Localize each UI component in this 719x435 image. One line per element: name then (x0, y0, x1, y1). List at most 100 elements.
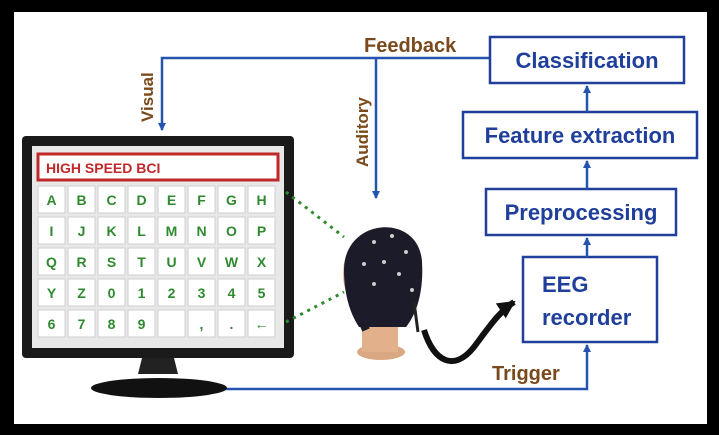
trigger-line (214, 344, 591, 391)
keyboard-key (127, 278, 156, 307)
eeg-recorder-box (521, 255, 659, 344)
keyboard-key (97, 278, 126, 307)
keyboard-key (67, 278, 96, 307)
bci-diagram: Feedback Visual Auditory Classification … (22, 35, 699, 398)
screen-title-box (36, 152, 280, 182)
keyboard-key-label: 2 (168, 285, 176, 301)
keyboard-key (157, 185, 186, 214)
keyboard-key (217, 185, 246, 214)
feedback-label: Feedback (364, 35, 457, 57)
feature-extraction-label: Feature extraction (485, 123, 676, 148)
keyboard-key-label: 5 (258, 285, 266, 301)
preprocessing-box (484, 187, 678, 237)
keyboard-key (67, 247, 96, 276)
keyboard-key (67, 185, 96, 214)
keyboard-key-label: . (230, 316, 234, 332)
keyboard-key (247, 247, 276, 276)
auditory-label: Auditory (353, 97, 372, 167)
keyboard-key (127, 216, 156, 245)
dotted-line-lower (285, 290, 345, 324)
keyboard-key-label: F (197, 192, 206, 208)
eeg-cable-arrow (421, 299, 516, 365)
keyboard-key (37, 278, 66, 307)
keyboard-key (37, 185, 66, 214)
keyboard-key (37, 309, 66, 338)
keyboard-key-label: X (257, 254, 267, 270)
keyboard-key-label: G (226, 192, 237, 208)
keyboard-key-label: 8 (108, 316, 116, 332)
keyboard-key (37, 216, 66, 245)
keyboard-key (67, 216, 96, 245)
keyboard-key-label: W (225, 254, 239, 270)
keyboard-key-label: Q (46, 254, 57, 270)
keyboard-key-label: L (137, 223, 146, 239)
keyboard-key-label: M (166, 223, 178, 239)
keyboard-key (67, 309, 96, 338)
keyboard-key (37, 247, 66, 276)
keyboard-key-label: Z (77, 285, 86, 301)
keyboard-key-label: 9 (138, 316, 146, 332)
classification-box (488, 35, 686, 85)
keyboard-key-label: 0 (108, 285, 116, 301)
keyboard-key (97, 309, 126, 338)
keyboard-key (187, 247, 216, 276)
keyboard-key (187, 309, 216, 338)
eeg-label: EEG (542, 272, 588, 297)
keyboard-key-label: 4 (228, 285, 236, 301)
keyboard-key (127, 185, 156, 214)
keyboard-key-label: 7 (78, 316, 86, 332)
keyboard-key-label: B (76, 192, 86, 208)
keyboard-key-label: R (76, 254, 86, 270)
keyboard-key (247, 309, 276, 338)
keyboard-key-label: I (50, 223, 54, 239)
feedback-line (158, 56, 490, 131)
screen-title: HIGH SPEED BCI (46, 160, 160, 176)
keyboard-key (187, 278, 216, 307)
keyboard-key (97, 185, 126, 214)
keyboard-key (247, 278, 276, 307)
monitor-neck (138, 358, 178, 374)
keyboard-key-label: K (106, 223, 116, 239)
monitor-stand (91, 378, 227, 398)
keyboard-key-label: J (78, 223, 86, 239)
keyboard-key-label: O (226, 223, 237, 239)
keyboard-key-label: V (197, 254, 207, 270)
keyboard-key-label: 6 (48, 316, 56, 332)
classification-label: Classification (515, 48, 658, 73)
keyboard-key (217, 247, 246, 276)
keyboard-key-label: H (256, 192, 266, 208)
keyboard-key-label: 3 (198, 285, 206, 301)
trigger-label: Trigger (492, 363, 560, 385)
keyboard-key-label: T (137, 254, 146, 270)
diagram-panel: Feedback Visual Auditory Classification … (14, 12, 707, 424)
keyboard-key (127, 247, 156, 276)
dotted-line-upper (285, 190, 345, 239)
keyboard-key-label: N (196, 223, 206, 239)
keyboard-key-label: U (166, 254, 176, 270)
keyboard-key-label: , (200, 316, 204, 332)
keyboard-key-label: A (46, 192, 56, 208)
mannequin-head-with-eeg-cap (343, 227, 423, 360)
keyboard-key (97, 216, 126, 245)
keyboard-key (157, 216, 186, 245)
keyboard-key-label: E (167, 192, 176, 208)
keyboard-key (187, 216, 216, 245)
keyboard-key-label: P (257, 223, 266, 239)
keyboard-key (217, 309, 246, 338)
keyboard-key-label: C (106, 192, 116, 208)
keyboard-key (187, 185, 216, 214)
keyboard-key (247, 185, 276, 214)
keyboard-key (157, 309, 186, 338)
keyboard-key (217, 216, 246, 245)
keyboard-key-label: Y (47, 285, 57, 301)
feature-extraction-box (461, 110, 699, 160)
keyboard-key (127, 309, 156, 338)
keyboard-key (247, 216, 276, 245)
keyboard-key-label: D (136, 192, 146, 208)
keyboard-key-label: 1 (138, 285, 146, 301)
visual-label: Visual (138, 72, 157, 122)
keyboard-key-label: S (107, 254, 116, 270)
recorder-label: recorder (542, 305, 632, 330)
